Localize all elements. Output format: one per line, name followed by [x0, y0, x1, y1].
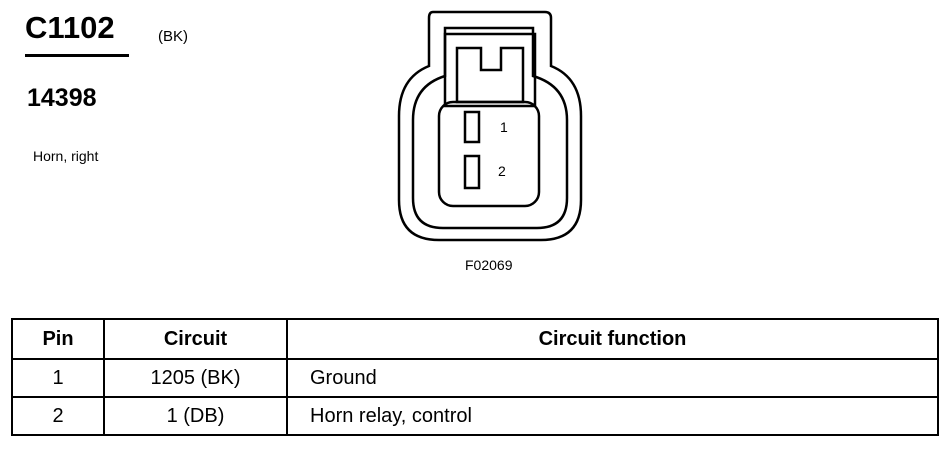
connector-outer-housing [397, 10, 583, 242]
connector-id-underline [25, 54, 129, 57]
connector-description: Horn, right [33, 148, 99, 164]
table-row: 1 1205 (BK) Ground [11, 358, 939, 398]
cell-pin: 2 [11, 396, 105, 436]
pin-1-terminal [463, 110, 481, 144]
pin-cavity-block [437, 100, 541, 208]
part-number: 14398 [27, 84, 97, 112]
cell-function: Horn relay, control [286, 396, 939, 436]
connector-face-diagram: 1 2 [397, 10, 583, 242]
pin-table: Pin Circuit Circuit function 1 1205 (BK)… [11, 318, 939, 436]
pin-1-label: 1 [500, 119, 508, 135]
cell-circuit: 1 (DB) [103, 396, 288, 436]
header-circuit-function: Circuit function [286, 318, 939, 360]
header-circuit: Circuit [103, 318, 288, 360]
locking-tab-inner [455, 46, 525, 104]
connector-color: (BK) [158, 28, 188, 45]
pin-table-header-row: Pin Circuit Circuit function [11, 318, 939, 360]
table-row: 2 1 (DB) Horn relay, control [11, 396, 939, 436]
cell-function: Ground [286, 358, 939, 398]
connector-inner-housing [411, 26, 569, 230]
connector-id: C1102 [25, 10, 115, 45]
cell-circuit: 1205 (BK) [103, 358, 288, 398]
pin-2-label: 2 [498, 163, 506, 179]
figure-id: F02069 [465, 257, 513, 273]
cell-pin: 1 [11, 358, 105, 398]
header-pin: Pin [11, 318, 105, 360]
pin-2-terminal [463, 154, 481, 190]
locking-tab-outer [443, 32, 537, 108]
